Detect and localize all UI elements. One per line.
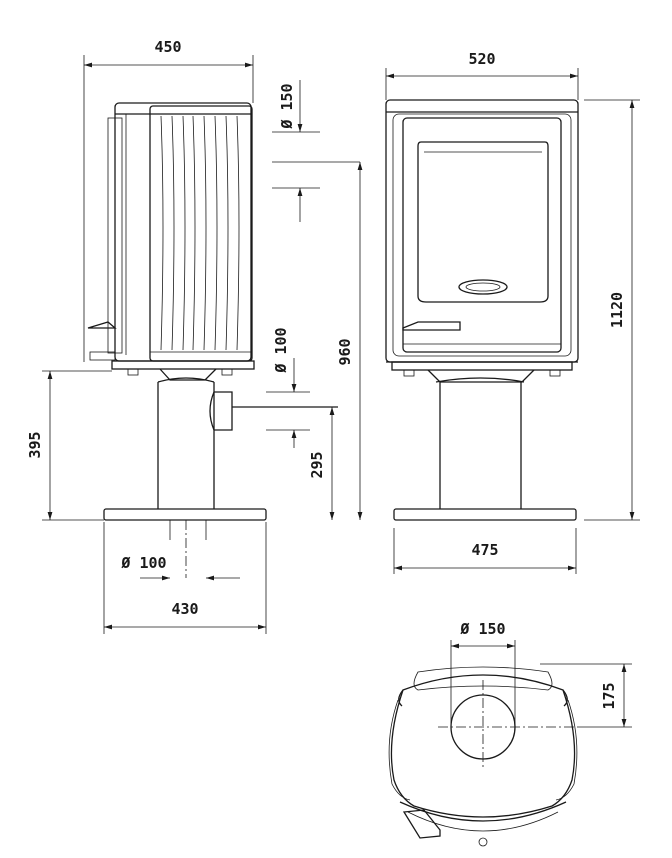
dim-label-rear-flue-height: 295 [308, 451, 326, 478]
dim-total-height [584, 99, 640, 521]
side-view: 450 Ø 150 960 Ø 100 295 [26, 38, 363, 634]
dim-label-rear-flue: Ø 100 [272, 327, 290, 373]
dim-label-top-flue-offset: 175 [600, 682, 618, 709]
side-view-body [87, 102, 255, 376]
top-view-body [388, 666, 578, 847]
front-view-body [385, 99, 579, 377]
front-view-pedestal [393, 369, 577, 521]
dim-label-base-flue: Ø 100 [120, 554, 166, 572]
dim-top-flue [450, 640, 516, 727]
dim-base-depth [393, 528, 577, 574]
dim-top-flue-offset [540, 663, 632, 728]
dim-rear-flue [266, 358, 310, 448]
dim-label-pedestal-height: 395 [26, 431, 44, 458]
dim-label-front-width: 520 [468, 50, 495, 68]
dim-side-width [83, 55, 254, 362]
dim-base-width [103, 522, 267, 634]
dim-label-height-to-flue: 960 [336, 338, 354, 365]
dim-label-side-width: 450 [154, 38, 181, 56]
side-view-pedestal [103, 368, 338, 578]
dim-label-total-height: 1120 [608, 292, 626, 328]
dim-label-base-width: 430 [171, 600, 198, 618]
dim-pedestal-height [42, 370, 112, 521]
dim-flue-top [272, 80, 360, 222]
dim-label-top-flue: Ø 150 [459, 620, 505, 638]
dim-label-base-depth: 475 [471, 541, 498, 559]
dim-front-width [385, 68, 579, 100]
top-view: Ø 150 175 [388, 620, 632, 847]
front-view: 520 1120 475 [385, 50, 640, 574]
dim-label-flue-top: Ø 150 [278, 83, 296, 129]
